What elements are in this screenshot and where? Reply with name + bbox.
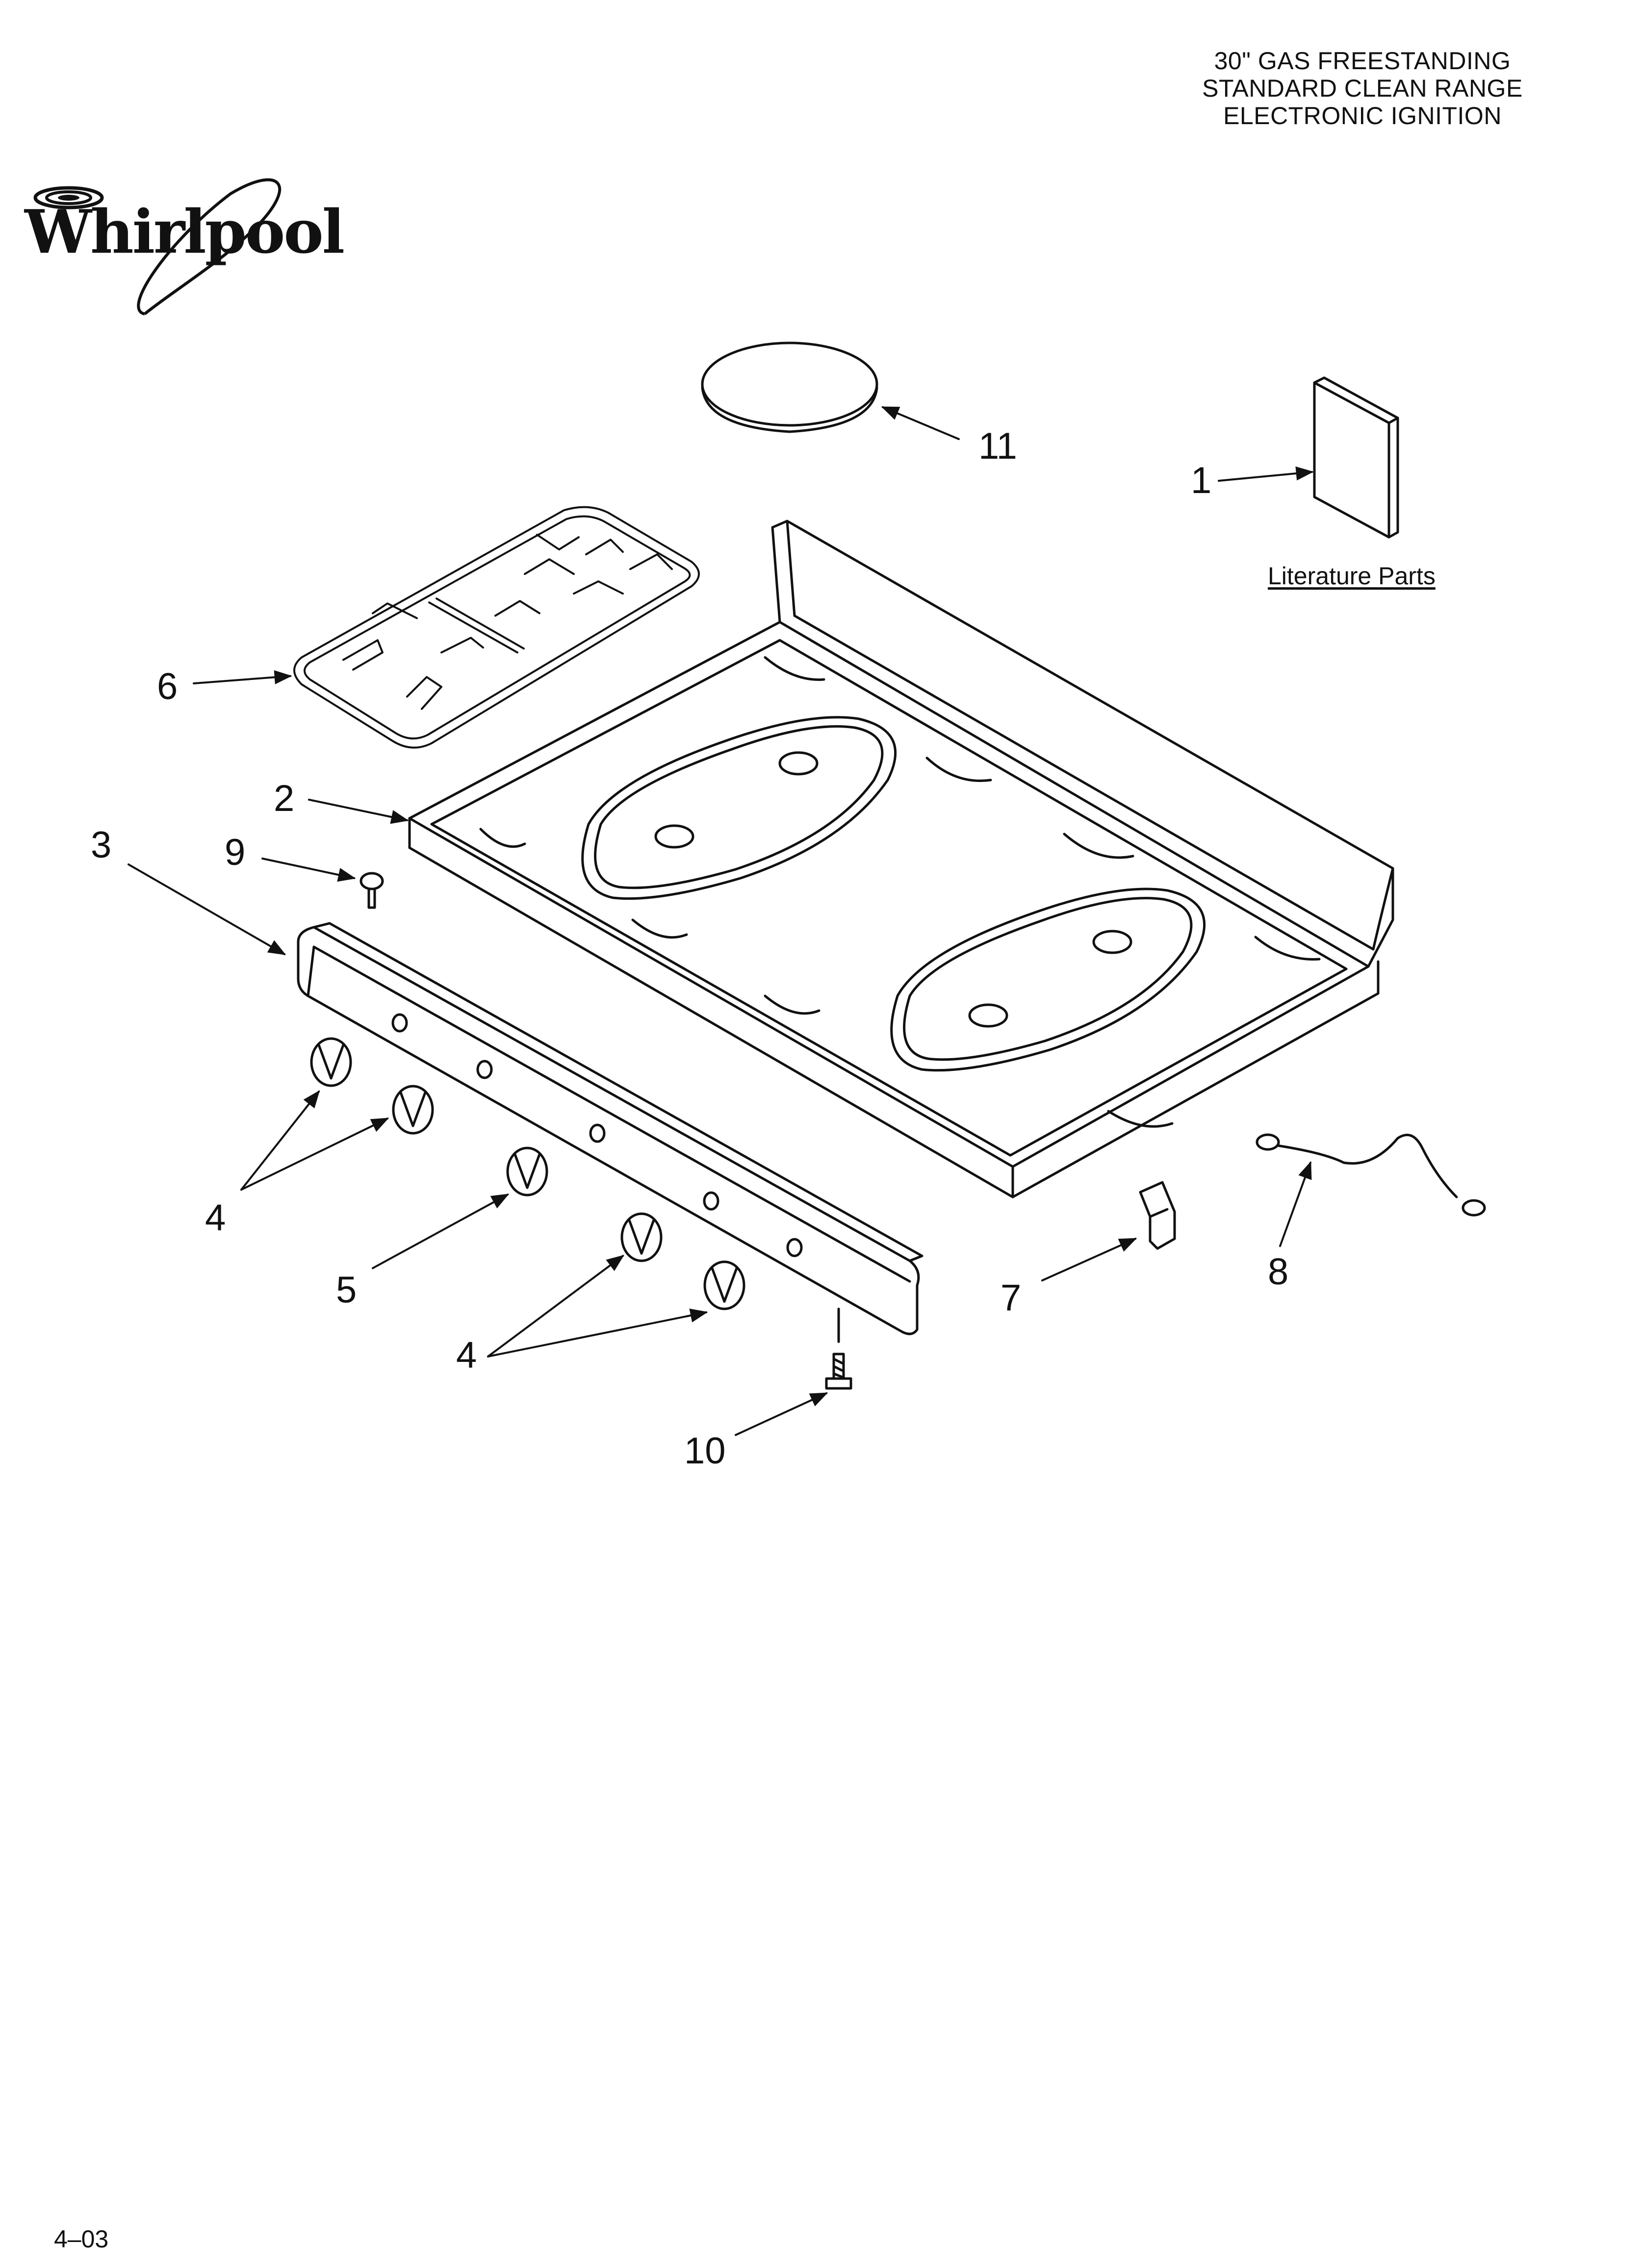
- diagram-title: 30" GAS FREESTANDING STANDARD CLEAN RANG…: [1142, 47, 1583, 130]
- part-1-literature-booklet: [1313, 376, 1399, 539]
- callout-7: 7: [1001, 1277, 1022, 1319]
- callout-10: 10: [684, 1430, 726, 1472]
- literature-parts-label: Literature Parts: [1268, 562, 1436, 590]
- callout-11: 11: [978, 425, 1017, 467]
- callout-4-upper: 4: [205, 1197, 226, 1239]
- title-line-2: STANDARD CLEAN RANGE: [1202, 75, 1523, 102]
- knob-4-b: [392, 1085, 434, 1135]
- parts-diagram: [128, 341, 1486, 1436]
- callout-5: 5: [336, 1269, 357, 1311]
- callout-9: 9: [225, 832, 246, 873]
- callout-2: 2: [274, 778, 295, 819]
- part-3-control-panel: [297, 922, 924, 1335]
- callout-6: 6: [157, 666, 178, 707]
- title-line-3: ELECTRONIC IGNITION: [1223, 102, 1502, 130]
- knob-4-a: [310, 1037, 352, 1087]
- callout-4-lower: 4: [456, 1334, 477, 1376]
- part-7-clip: [1139, 1181, 1176, 1250]
- knob-5: [506, 1147, 548, 1197]
- knob-4-d: [703, 1260, 745, 1310]
- title-line-1: 30" GAS FREESTANDING: [1214, 47, 1511, 75]
- knob-4-c: [620, 1212, 663, 1262]
- part-9-bumper: [359, 872, 384, 909]
- leader-arrows: [128, 406, 1314, 1436]
- part-8-wire-harness: [1256, 1133, 1486, 1217]
- logo-wordmark: Whirlpool: [25, 196, 345, 267]
- page-code: 4–03: [54, 2225, 109, 2253]
- part-10-screw: [825, 1307, 852, 1390]
- callout-1: 1: [1191, 460, 1212, 501]
- whirlpool-swirl-icon: [33, 178, 282, 315]
- part-6-burner-grate: [293, 506, 700, 749]
- part-2-cooktop: [408, 520, 1394, 1199]
- callout-8: 8: [1268, 1251, 1289, 1293]
- part-11-round-disc: [701, 341, 878, 433]
- whirlpool-logo: Whirlpool: [25, 169, 345, 331]
- callout-3: 3: [91, 824, 112, 866]
